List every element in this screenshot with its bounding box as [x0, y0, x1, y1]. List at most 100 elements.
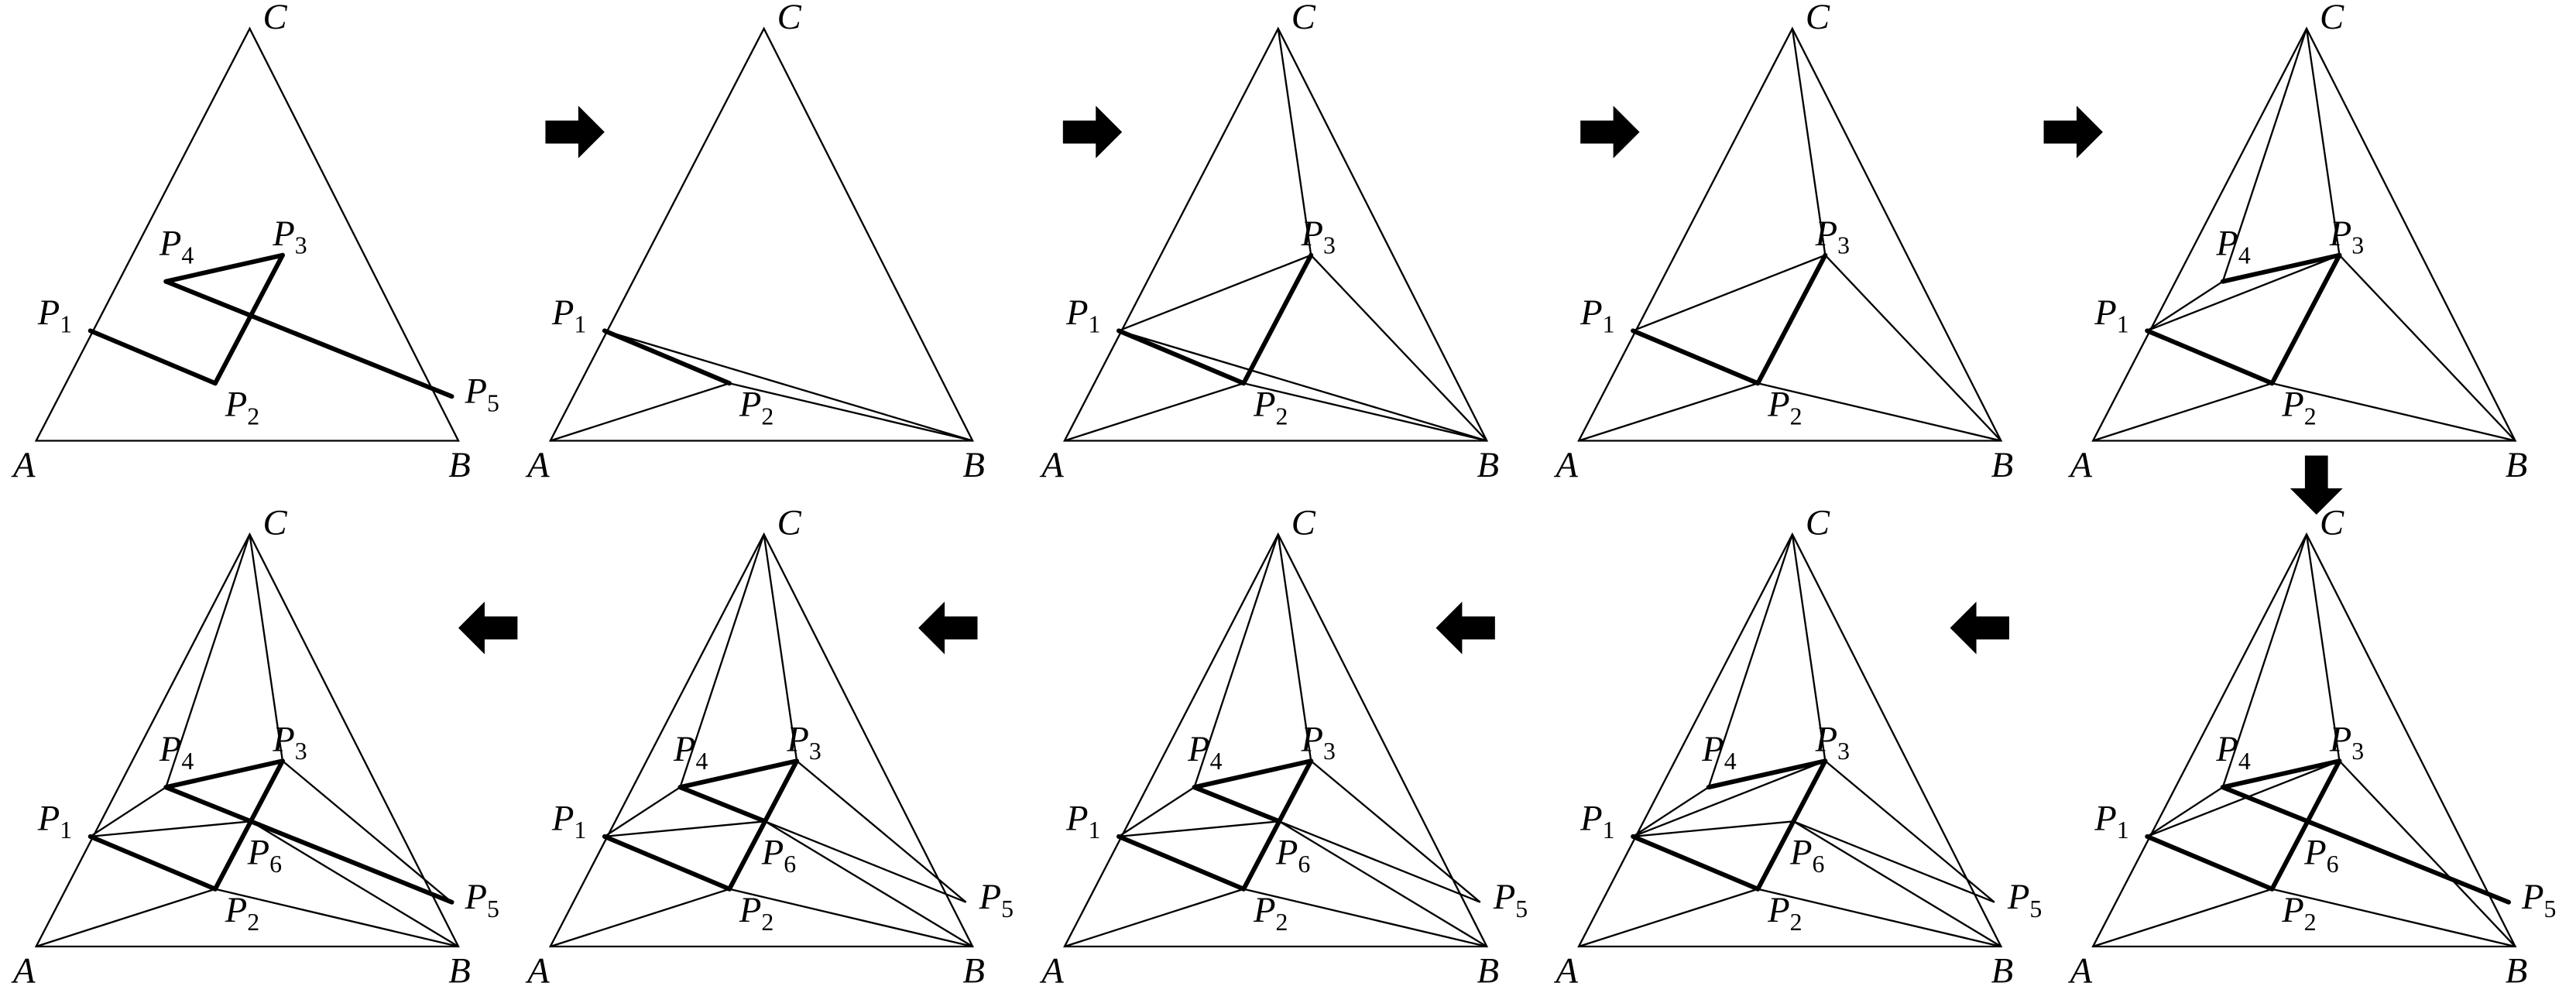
constraint-edge-P4-P6 — [163, 785, 253, 824]
edge-P4-C — [2221, 534, 2308, 788]
label-P3: P3 — [2329, 720, 2364, 765]
edge-P3-P5 — [1824, 760, 1995, 903]
label-P5: P5 — [464, 371, 499, 417]
label-P3: P3 — [1815, 214, 1850, 259]
label-C: C — [2320, 502, 2344, 543]
constraint-edge-P1-P2 — [87, 328, 218, 386]
edge-P4-C — [679, 534, 765, 788]
edge-A-P2 — [550, 382, 730, 442]
edge-A-P2 — [1578, 382, 1758, 442]
label-B: B — [1991, 951, 2013, 991]
edge-P6-B — [1278, 820, 1487, 948]
constraint-edge-P6-P3 — [1277, 758, 1314, 824]
arrow-down-icon — [2290, 455, 2343, 515]
edge-P3-P5 — [282, 760, 453, 903]
edge-P1-P4 — [1632, 786, 1710, 837]
edge-P1-P6 — [1632, 820, 1794, 838]
edge-P2-B — [729, 888, 973, 948]
edge-P3-C — [1791, 28, 1827, 255]
label-A: A — [525, 951, 550, 991]
edge-P1-P4 — [2146, 280, 2224, 332]
edge-P3-B — [1310, 254, 1488, 442]
label-B: B — [2506, 445, 2527, 485]
edge-P3-C — [763, 534, 798, 762]
outer-triangle — [34, 532, 460, 948]
edge-P3-C — [2305, 28, 2341, 255]
label-C: C — [2320, 0, 2344, 37]
label-P1: P1 — [37, 293, 72, 338]
edge-P2-B — [2272, 382, 2516, 442]
label-B: B — [1991, 445, 2013, 485]
constraint-edge-P2-P6 — [1755, 819, 1796, 892]
label-P6: P6 — [761, 832, 796, 878]
outer-triangle — [1577, 26, 2003, 442]
label-P6: P6 — [2303, 832, 2338, 878]
label-P2: P2 — [1767, 385, 1802, 430]
constraint-edge-P3-P4 — [1192, 758, 1314, 790]
label-P6: P6 — [1789, 832, 1824, 878]
label-P1: P1 — [1580, 798, 1614, 844]
constraint-edge-P1-P2 — [602, 328, 732, 386]
label-P2: P2 — [2281, 385, 2316, 430]
label-C: C — [1806, 0, 1830, 37]
constraint-edge-P2-P3 — [2269, 252, 2342, 386]
edge-P2-B — [1758, 382, 2001, 442]
edge-A-P2 — [2092, 382, 2272, 442]
arrow-left-icon — [1950, 601, 2009, 655]
label-A: A — [2067, 951, 2092, 991]
label-B: B — [1477, 445, 1499, 485]
label-A: A — [11, 445, 36, 485]
constraint-edge-P1-P2 — [1116, 834, 1247, 892]
edge-P3-P5 — [796, 760, 967, 903]
arrow-left-icon — [918, 601, 978, 655]
arrow-left-icon — [1435, 601, 1495, 655]
edge-P1-P3 — [1632, 254, 1826, 332]
edge-P1-P6 — [90, 820, 252, 838]
constraint-edge-P6-P3 — [248, 758, 285, 824]
label-C: C — [262, 502, 287, 543]
label-P1: P1 — [1580, 293, 1614, 338]
edge-P6-P5 — [764, 820, 967, 903]
edge-P3-C — [1277, 534, 1312, 762]
label-P3: P3 — [2329, 214, 2364, 259]
label-A: A — [1553, 951, 1578, 991]
constraint-edge-P6-P3 — [763, 758, 800, 824]
outer-triangle — [34, 26, 460, 442]
constraint-edge-P3-P4 — [677, 758, 800, 790]
outer-triangle — [2091, 532, 2517, 948]
edge-A-P2 — [2092, 888, 2272, 948]
label-P1: P1 — [1065, 293, 1100, 338]
edge-P6-B — [250, 820, 459, 948]
constraint-edge-P1-P2 — [1631, 328, 1761, 386]
constraint-edge-P2-P3 — [1755, 252, 1828, 386]
constraint-edge-P1-P2 — [1631, 834, 1761, 892]
label-P2: P2 — [739, 890, 773, 936]
outer-triangle — [1577, 532, 2003, 948]
constraint-edge-P2-P3 — [212, 252, 285, 386]
edge-A-P2 — [36, 888, 216, 948]
edge-P2-B — [2272, 888, 2516, 948]
edge-P2-B — [214, 888, 459, 948]
edge-P6-P5 — [1792, 820, 1995, 903]
edge-P2-B — [729, 382, 973, 442]
label-P3: P3 — [272, 720, 307, 765]
edge-A-P2 — [550, 888, 730, 948]
label-P1: P1 — [551, 293, 586, 338]
constraint-edge-P3-P4 — [2220, 252, 2342, 284]
edge-P1-P3 — [2146, 760, 2340, 837]
constraint-edge-P4-P6 — [677, 785, 768, 824]
constraint-edge-P4-P6 — [1192, 785, 1282, 824]
constraint-edge-P3-P4 — [163, 758, 285, 790]
label-P5: P5 — [979, 877, 1014, 923]
arrow-right-icon — [1062, 105, 1123, 159]
constraint-edge-P6-P3 — [1791, 758, 1828, 824]
edge-P1-P4 — [604, 786, 681, 837]
